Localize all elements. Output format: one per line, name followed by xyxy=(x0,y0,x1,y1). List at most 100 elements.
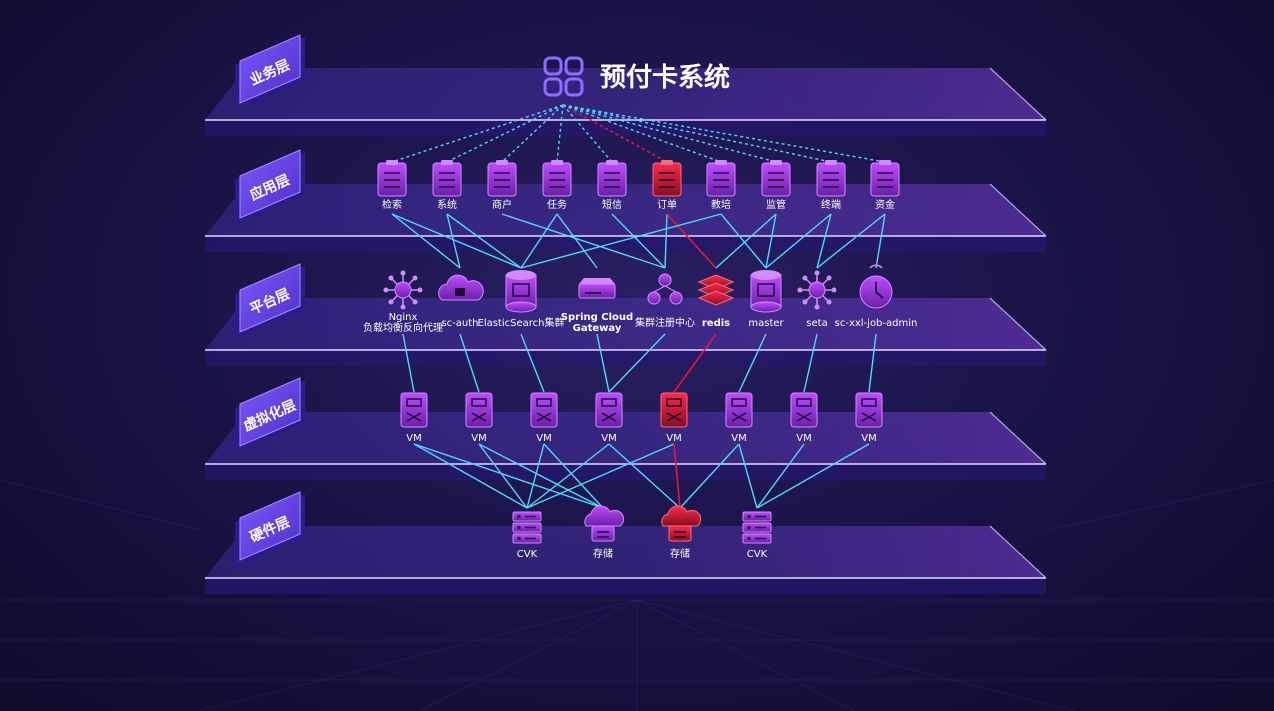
business-app-link xyxy=(562,104,722,163)
business-app-link xyxy=(562,104,613,163)
vm-label: VM xyxy=(666,433,681,444)
document-icon xyxy=(597,160,627,197)
platform-vm-link xyxy=(596,333,610,393)
app-platform-link xyxy=(875,213,886,269)
platform-surface xyxy=(205,298,1046,350)
layer-platform xyxy=(205,411,1047,480)
app-module: 监管 xyxy=(761,160,791,211)
platform-component: sc-auth xyxy=(438,274,484,329)
app-label: 终端 xyxy=(821,198,841,211)
vm-node: VM xyxy=(855,392,883,444)
hardware-node: CVK xyxy=(512,511,542,560)
app-label: 资金 xyxy=(875,198,895,211)
app-platform-link xyxy=(520,213,722,269)
layer-tag: 硬件层 xyxy=(235,491,305,566)
database-icon xyxy=(505,270,537,313)
platform-label: sc-xxl-job-admin xyxy=(835,318,918,329)
redis-icon xyxy=(697,274,735,306)
gateway-icon xyxy=(578,278,616,299)
layer-tag: 业务层 xyxy=(235,34,305,109)
platform-component: master xyxy=(748,270,785,329)
app-platform-link xyxy=(765,213,777,269)
vm-icon xyxy=(465,392,493,428)
vm-label: VM xyxy=(861,433,876,444)
app-module: 终端 xyxy=(816,160,846,211)
vm-hardware-link xyxy=(413,443,604,509)
mysql-icon xyxy=(750,270,782,313)
app-platform-link xyxy=(446,213,522,269)
document-icon xyxy=(542,160,572,197)
document-icon xyxy=(487,160,517,197)
platform-side-edge xyxy=(989,183,1047,237)
vm-label: VM xyxy=(731,433,746,444)
vm-hardware-link xyxy=(478,443,528,509)
business-app-link xyxy=(562,104,886,163)
app-platform-link xyxy=(501,213,666,269)
platform-component: redis xyxy=(697,274,735,329)
app-module: 教培 xyxy=(706,160,736,211)
vm-label: VM xyxy=(471,433,486,444)
platform-label: master xyxy=(748,318,784,329)
network-icon xyxy=(797,270,837,310)
background-grid xyxy=(0,479,1274,711)
app-module: 资金 xyxy=(870,160,900,211)
vm-hardware-link xyxy=(526,443,545,509)
platform-front xyxy=(205,464,1046,480)
app-label: 系统 xyxy=(437,198,457,211)
app-label: 监管 xyxy=(766,198,786,211)
document-icon xyxy=(432,160,462,197)
document-icon xyxy=(761,160,791,197)
vm-node: VM xyxy=(465,392,493,444)
layer-tag: 平台层 xyxy=(235,263,305,338)
app-module: 系统 xyxy=(432,160,462,211)
platform-side-edge xyxy=(989,525,1047,579)
vm-node: VM xyxy=(530,392,558,444)
platform-vm-link xyxy=(868,333,877,393)
platform-side-edge xyxy=(989,411,1047,465)
layer-tag-face xyxy=(239,377,301,447)
platform-vm-link xyxy=(803,333,818,393)
nginx-icon xyxy=(383,270,423,310)
hardware-label: CVK xyxy=(747,549,768,560)
layer-tag-face xyxy=(239,34,301,104)
vm-hardware-link xyxy=(526,443,610,509)
system-logo-icon xyxy=(543,56,584,97)
app-platform-link xyxy=(611,213,666,269)
vm-hardware-link xyxy=(738,443,758,509)
vm-node: VM xyxy=(660,392,688,444)
layer-tag-face xyxy=(239,491,301,561)
platform-component: sc-xxl-job-admin xyxy=(835,264,918,329)
layer-tag: 虚拟化层 xyxy=(235,377,305,452)
vm-label: VM xyxy=(796,433,811,444)
platform-component: seta xyxy=(797,270,837,329)
hardware-label: CVK xyxy=(517,549,538,560)
vm-hardware-link xyxy=(756,443,870,509)
vm-icon xyxy=(725,392,753,428)
platform-surface xyxy=(205,68,1046,120)
storage-icon xyxy=(661,505,702,542)
layer-tag: 应用层 xyxy=(235,149,305,224)
hardware-node: CVK xyxy=(742,511,772,560)
vm-icon xyxy=(400,392,428,428)
cluster-icon xyxy=(647,273,683,305)
business-app-link xyxy=(391,104,564,163)
app-label: 短信 xyxy=(602,198,622,211)
business-app-link xyxy=(562,104,832,163)
platform-surface xyxy=(205,526,1046,578)
document-icon xyxy=(652,160,682,197)
hardware-node: 存储 xyxy=(584,505,625,560)
app-module: 任务 xyxy=(542,160,572,211)
vm-hardware-link xyxy=(526,443,675,509)
vm-label: VM xyxy=(406,433,421,444)
hardware-label: 存储 xyxy=(670,547,690,560)
platform-label: ElasticSearch集群 xyxy=(478,316,565,329)
platform-component: ElasticSearch集群 xyxy=(478,270,565,329)
platform-surface xyxy=(205,412,1046,464)
business-app-link xyxy=(501,104,564,163)
app-module: 订单 xyxy=(652,160,682,211)
app-platform-link xyxy=(720,213,767,269)
platform-label: sc-auth xyxy=(441,318,478,329)
platform-label: seta xyxy=(806,318,827,329)
